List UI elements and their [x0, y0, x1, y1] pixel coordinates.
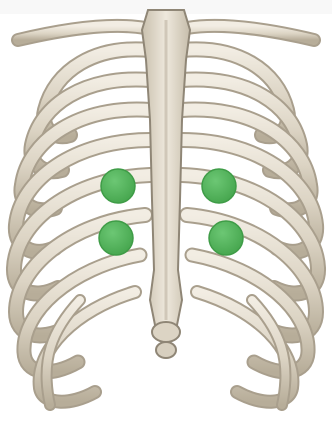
sternum [142, 10, 190, 358]
marker-upper-left [101, 169, 135, 203]
ribs-right [182, 49, 318, 405]
marker-upper-right [202, 169, 236, 203]
marker-lower-right [209, 221, 243, 255]
marker-lower-left [99, 221, 133, 255]
